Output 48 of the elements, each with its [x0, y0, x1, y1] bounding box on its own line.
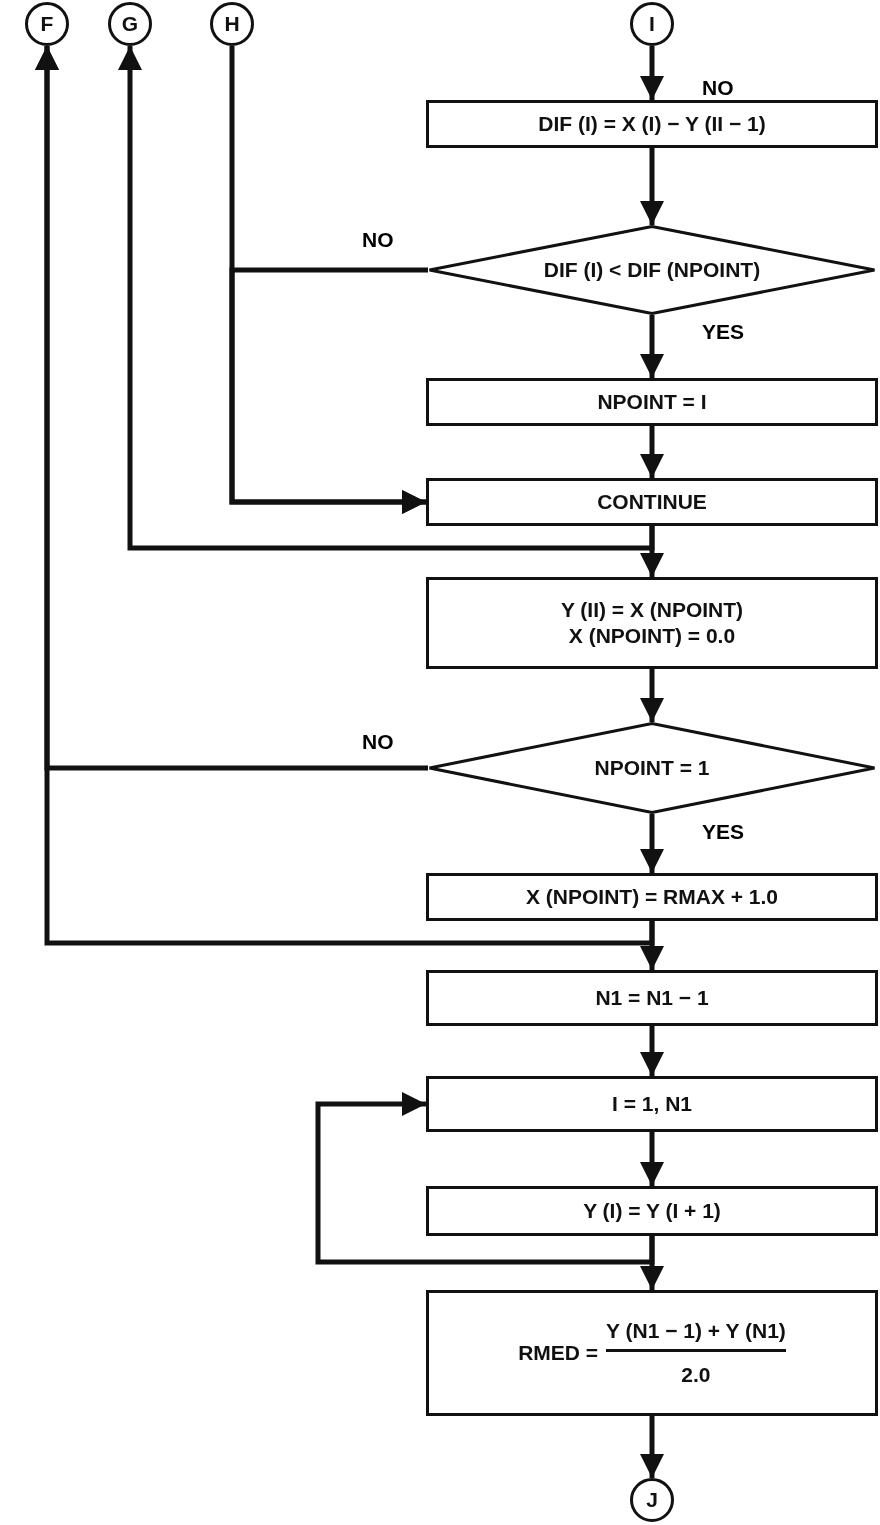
decision-diamond — [428, 722, 876, 814]
statement-text: NPOINT = I — [597, 388, 707, 415]
process-box — [426, 1290, 878, 1416]
arrow — [640, 1132, 664, 1186]
process-box — [426, 1076, 878, 1132]
process-box — [426, 478, 878, 526]
connector-circle — [25, 2, 69, 46]
statement-text: 2.0 — [681, 1361, 711, 1388]
process-box — [426, 1186, 878, 1236]
connector-label: F — [40, 10, 54, 37]
process-box — [426, 577, 878, 669]
statement-text: RMED = — [518, 1339, 599, 1366]
connector-label: H — [224, 10, 240, 37]
connector-label: I — [649, 10, 655, 37]
connector-circle — [630, 2, 674, 46]
arrow — [118, 46, 655, 551]
connector-label: G — [121, 10, 139, 37]
arrow — [229, 46, 426, 514]
process-box — [426, 100, 878, 148]
statement-text: I = 1, N1 — [612, 1090, 692, 1117]
arrow — [315, 1092, 655, 1265]
process-box — [426, 970, 878, 1026]
connector-circle — [210, 2, 254, 46]
arrow — [640, 1416, 664, 1478]
statement-text: N1 = N1 − 1 — [595, 984, 709, 1011]
arrow — [640, 148, 664, 225]
statement-text: DIF (I) < DIF (NPOINT) — [543, 256, 761, 283]
statement-text: DIF (I) = X (I) − Y (II − 1) — [538, 110, 766, 137]
statement-text: NPOINT = 1 — [594, 754, 710, 781]
statement-text: CONTINUE — [597, 488, 707, 515]
statement-text: Y (N1 − 1) + Y (N1) — [606, 1318, 786, 1352]
arrow — [640, 46, 664, 100]
arrow — [640, 669, 664, 722]
arrow — [35, 46, 655, 946]
connector-circle — [108, 2, 152, 46]
statement-text: Y (II) = X (NPOINT) — [560, 596, 744, 623]
process-box — [426, 873, 878, 921]
statement-text: Y (I) = Y (I + 1) — [583, 1197, 721, 1224]
arrow — [640, 814, 664, 873]
arrow — [640, 426, 664, 478]
arrow — [640, 1026, 664, 1076]
connector-label: J — [646, 1486, 658, 1513]
arrow — [640, 315, 664, 378]
statement-text: X (NPOINT) = 0.0 — [568, 623, 736, 649]
decision-diamond — [428, 225, 876, 315]
process-box — [426, 378, 878, 426]
connector-circle — [630, 1478, 674, 1522]
statement-text: X (NPOINT) = RMAX + 1.0 — [525, 883, 779, 910]
